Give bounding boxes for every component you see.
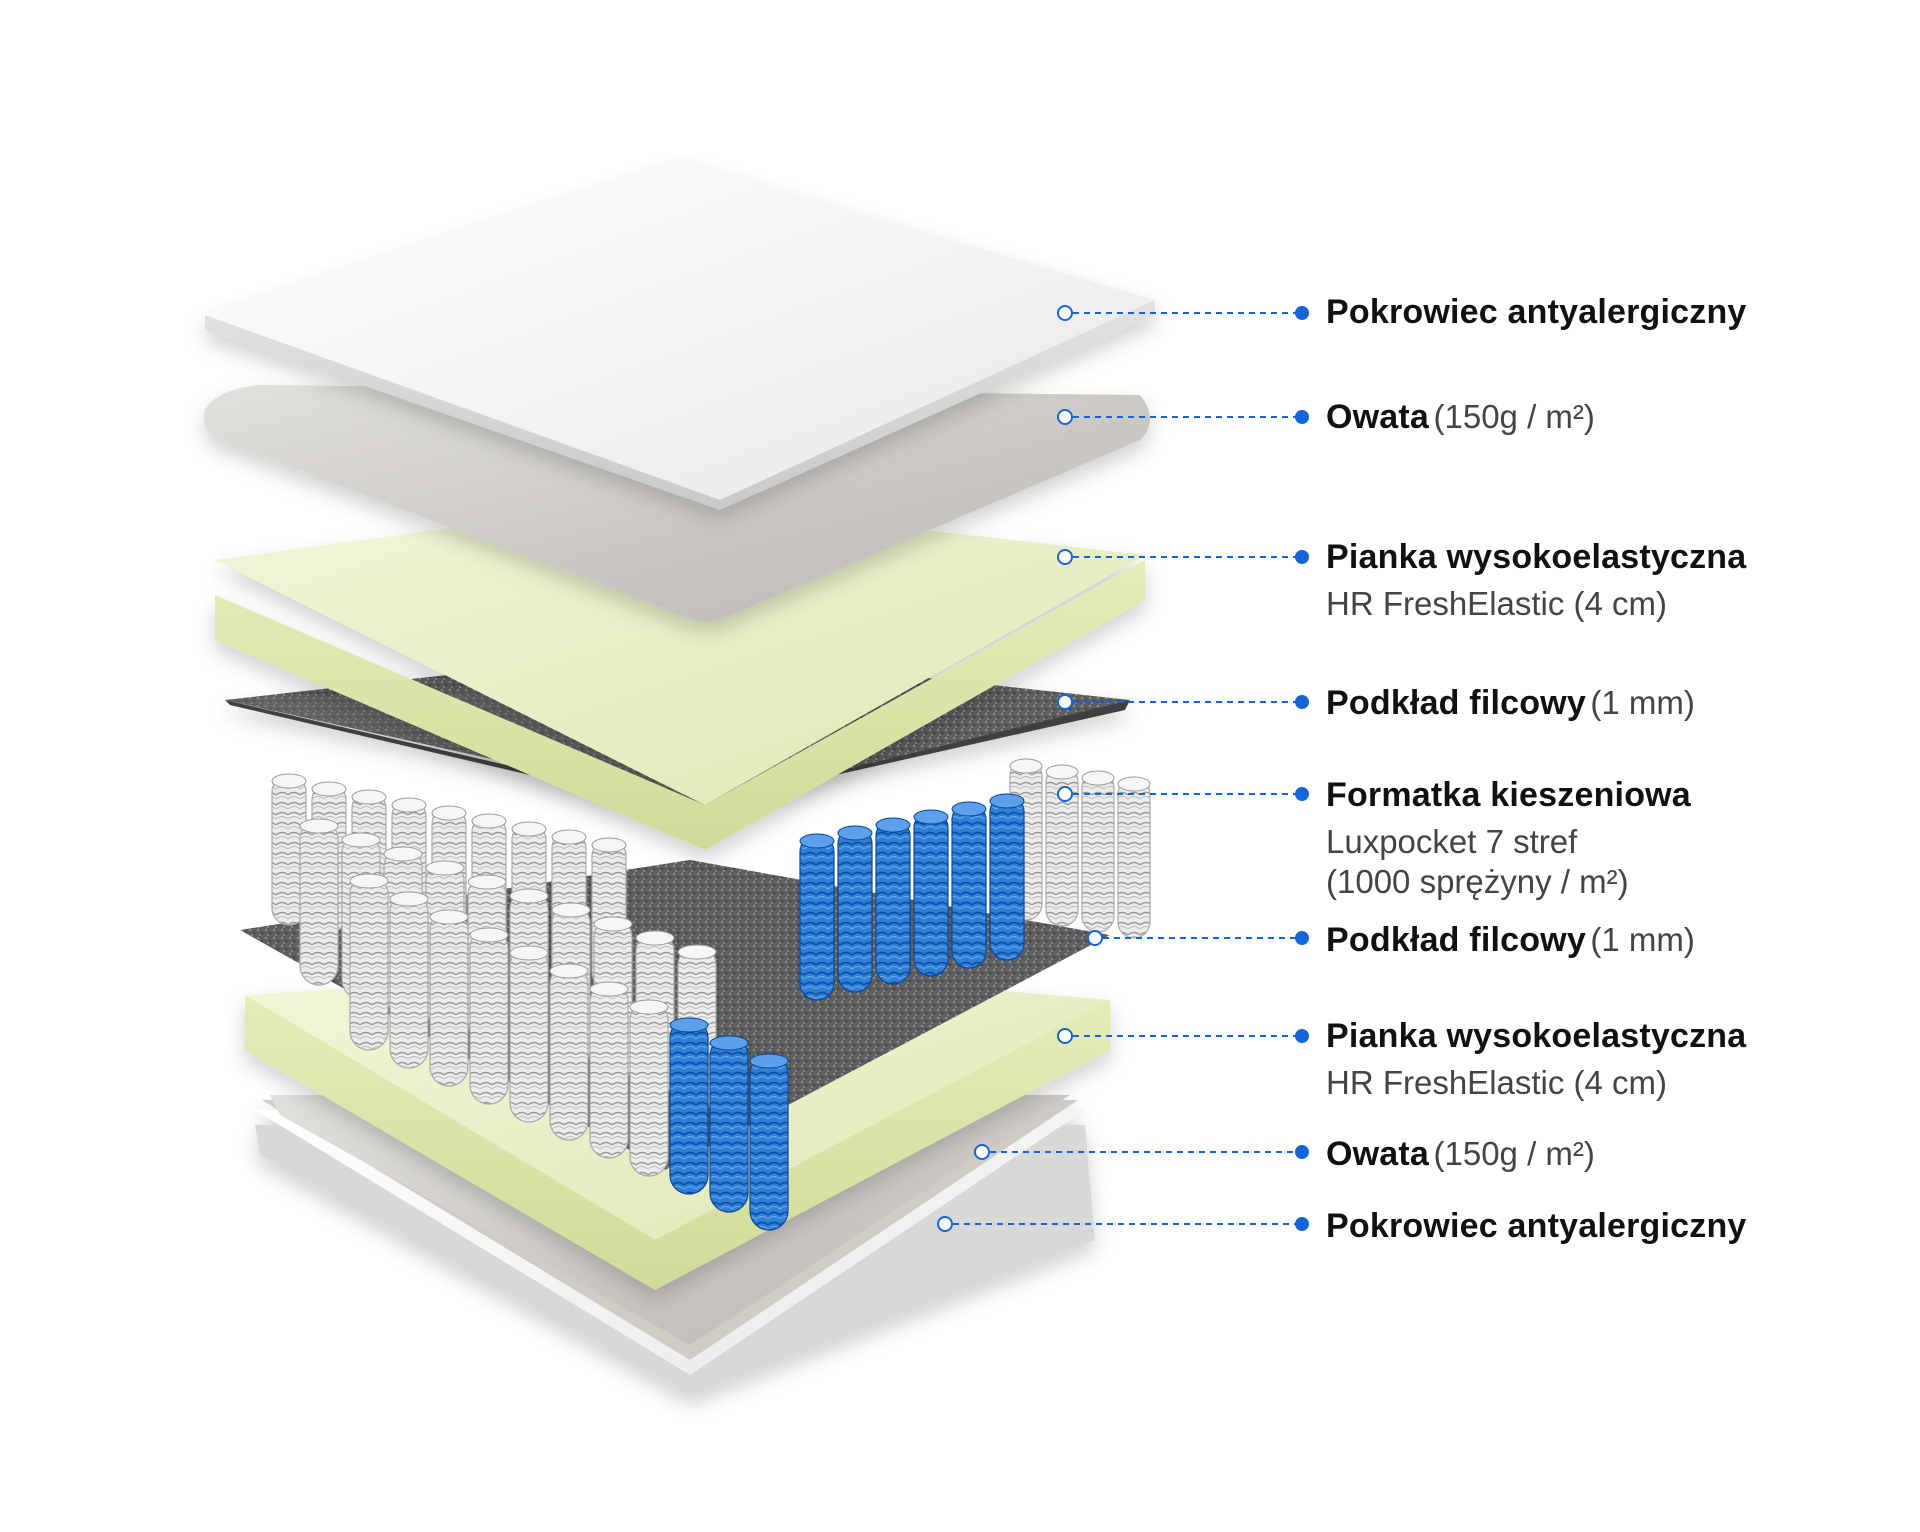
layer-name: Podkład filcowy (1326, 684, 1586, 722)
spring-coil (271, 773, 307, 926)
layer-spec: (1 mm) (1590, 921, 1695, 958)
spring-coil-blue (669, 1017, 709, 1195)
layer-spec: (1 mm) (1590, 684, 1695, 721)
connector-end-dot (1295, 1145, 1309, 1159)
layer-name: Owata (1326, 398, 1430, 436)
layer-pocket-springs (271, 758, 1151, 1231)
connector-anchor-dot (1057, 305, 1073, 321)
connector-end-dot (1295, 1029, 1309, 1043)
layer-top-foam (215, 500, 1145, 850)
label-layer-4: Podkład filcowy (1 mm) (1326, 683, 1695, 730)
label-layer-3: Pianka wysokoelastyczna HR FreshElastic … (1326, 537, 1746, 624)
connector-anchor-dot (1057, 1028, 1073, 1044)
label-layer-1: Pokrowiec antyalergiczny (1326, 292, 1747, 339)
spring-coil-blue (799, 833, 835, 1001)
spring-coil (509, 945, 549, 1123)
layer-name: Podkład filcowy (1326, 921, 1586, 959)
label-layer-6: Podkład filcowy (1 mm) (1326, 920, 1695, 967)
layer-name: Formatka kieszeniowa (1326, 776, 1691, 814)
layer-name: Pianka wysokoelastyczna (1326, 538, 1747, 576)
layer-top-cover (205, 160, 1155, 510)
spring-coil-blue (709, 1035, 749, 1213)
connector-anchor-dot (1057, 549, 1073, 565)
spring-coil (429, 909, 469, 1087)
connector-end-dot (1295, 410, 1309, 424)
spring-coil-blue (989, 793, 1025, 961)
layer-subtitle: HR FreshElastic (4 cm) (1326, 585, 1668, 622)
connector-lines (937, 305, 1309, 1232)
spring-coil-blue (837, 825, 873, 993)
connector-anchor-dot (1057, 409, 1073, 425)
label-layer-7: Pianka wysokoelastyczna HR FreshElastic … (1326, 1016, 1746, 1103)
spring-coil-blue (875, 817, 911, 985)
layer-subtitle: (1000 sprężyny / m²) (1326, 863, 1629, 900)
connector-end-dot (1295, 931, 1309, 945)
spring-coil (389, 891, 429, 1069)
layer-spec: (150g / m²) (1433, 1135, 1595, 1172)
layer-spec: (150g / m²) (1433, 398, 1595, 435)
layer-subtitle: Luxpocket 7 stref (1326, 823, 1578, 860)
spring-coil (589, 981, 629, 1159)
spring-coil-blue (951, 801, 987, 969)
connector-end-dot (1295, 550, 1309, 564)
spring-coil (549, 963, 589, 1141)
layer-name: Pokrowiec antyalergiczny (1326, 1207, 1747, 1245)
label-layer-9: Pokrowiec antyalergiczny (1326, 1206, 1747, 1253)
layer-name: Owata (1326, 1135, 1430, 1173)
connector-end-dot (1295, 1217, 1309, 1231)
spring-coil (1117, 776, 1151, 939)
spring-coil (1045, 764, 1079, 927)
connector-end-dot (1295, 306, 1309, 320)
spring-coil (469, 927, 509, 1105)
connector-anchor-dot (1057, 694, 1073, 710)
connector-anchor-dot (1057, 786, 1073, 802)
label-layer-8: Owata (150g / m²) (1326, 1134, 1595, 1181)
label-layer-2: Owata (150g / m²) (1326, 397, 1595, 444)
spring-coil (299, 818, 339, 986)
layer-name: Pokrowiec antyalergiczny (1326, 293, 1747, 331)
layer-name: Pianka wysokoelastyczna (1326, 1017, 1747, 1055)
layer-subtitle: HR FreshElastic (4 cm) (1326, 1064, 1668, 1101)
spring-coil (349, 873, 389, 1051)
spring-coil (629, 999, 669, 1177)
connector-anchor-dot (937, 1216, 953, 1232)
connector-anchor-dot (974, 1144, 990, 1160)
spring-coil-blue (913, 809, 949, 977)
spring-coil (1081, 770, 1115, 933)
connector-anchor-dot (1087, 930, 1103, 946)
connector-end-dot (1295, 787, 1309, 801)
connector-end-dot (1295, 695, 1309, 709)
layer-top-wadding (204, 385, 1150, 622)
spring-coil-blue (749, 1053, 789, 1231)
label-layer-5: Formatka kieszeniowa Luxpocket 7 stref (… (1326, 775, 1691, 902)
